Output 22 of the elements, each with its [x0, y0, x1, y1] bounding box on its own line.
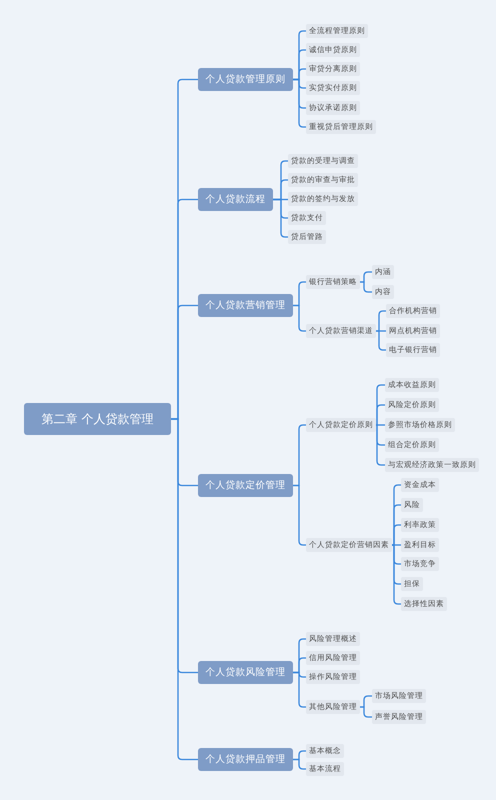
connector-line: [293, 304, 306, 332]
connector-line: [376, 330, 386, 351]
topic-box: 个人贷款押品管理: [198, 748, 293, 770]
connector-line: [376, 310, 386, 332]
connector-line: [293, 672, 306, 708]
central-topic-box: 第二章 个人贷款管理: [24, 403, 171, 435]
connector-line: [293, 758, 306, 770]
connector-line: [293, 484, 306, 546]
topic-box: 个人贷款管理原则: [198, 68, 293, 90]
connector-line: [273, 198, 288, 238]
topic-box: 个人贷款营销管理: [198, 294, 293, 316]
connector-line: [360, 281, 372, 293]
connector-line: [392, 524, 401, 546]
topic-box: 个人贷款流程: [198, 188, 273, 210]
connector-line: [392, 544, 401, 605]
topic-box: 个人贷款风险管理: [198, 660, 293, 684]
connector-line: [376, 404, 385, 426]
connector-line: [293, 78, 306, 128]
connector-line: [376, 424, 385, 466]
topic-box: 个人贷款定价管理: [198, 474, 293, 496]
connector-line: [360, 706, 372, 718]
connector-line: [171, 418, 198, 760]
